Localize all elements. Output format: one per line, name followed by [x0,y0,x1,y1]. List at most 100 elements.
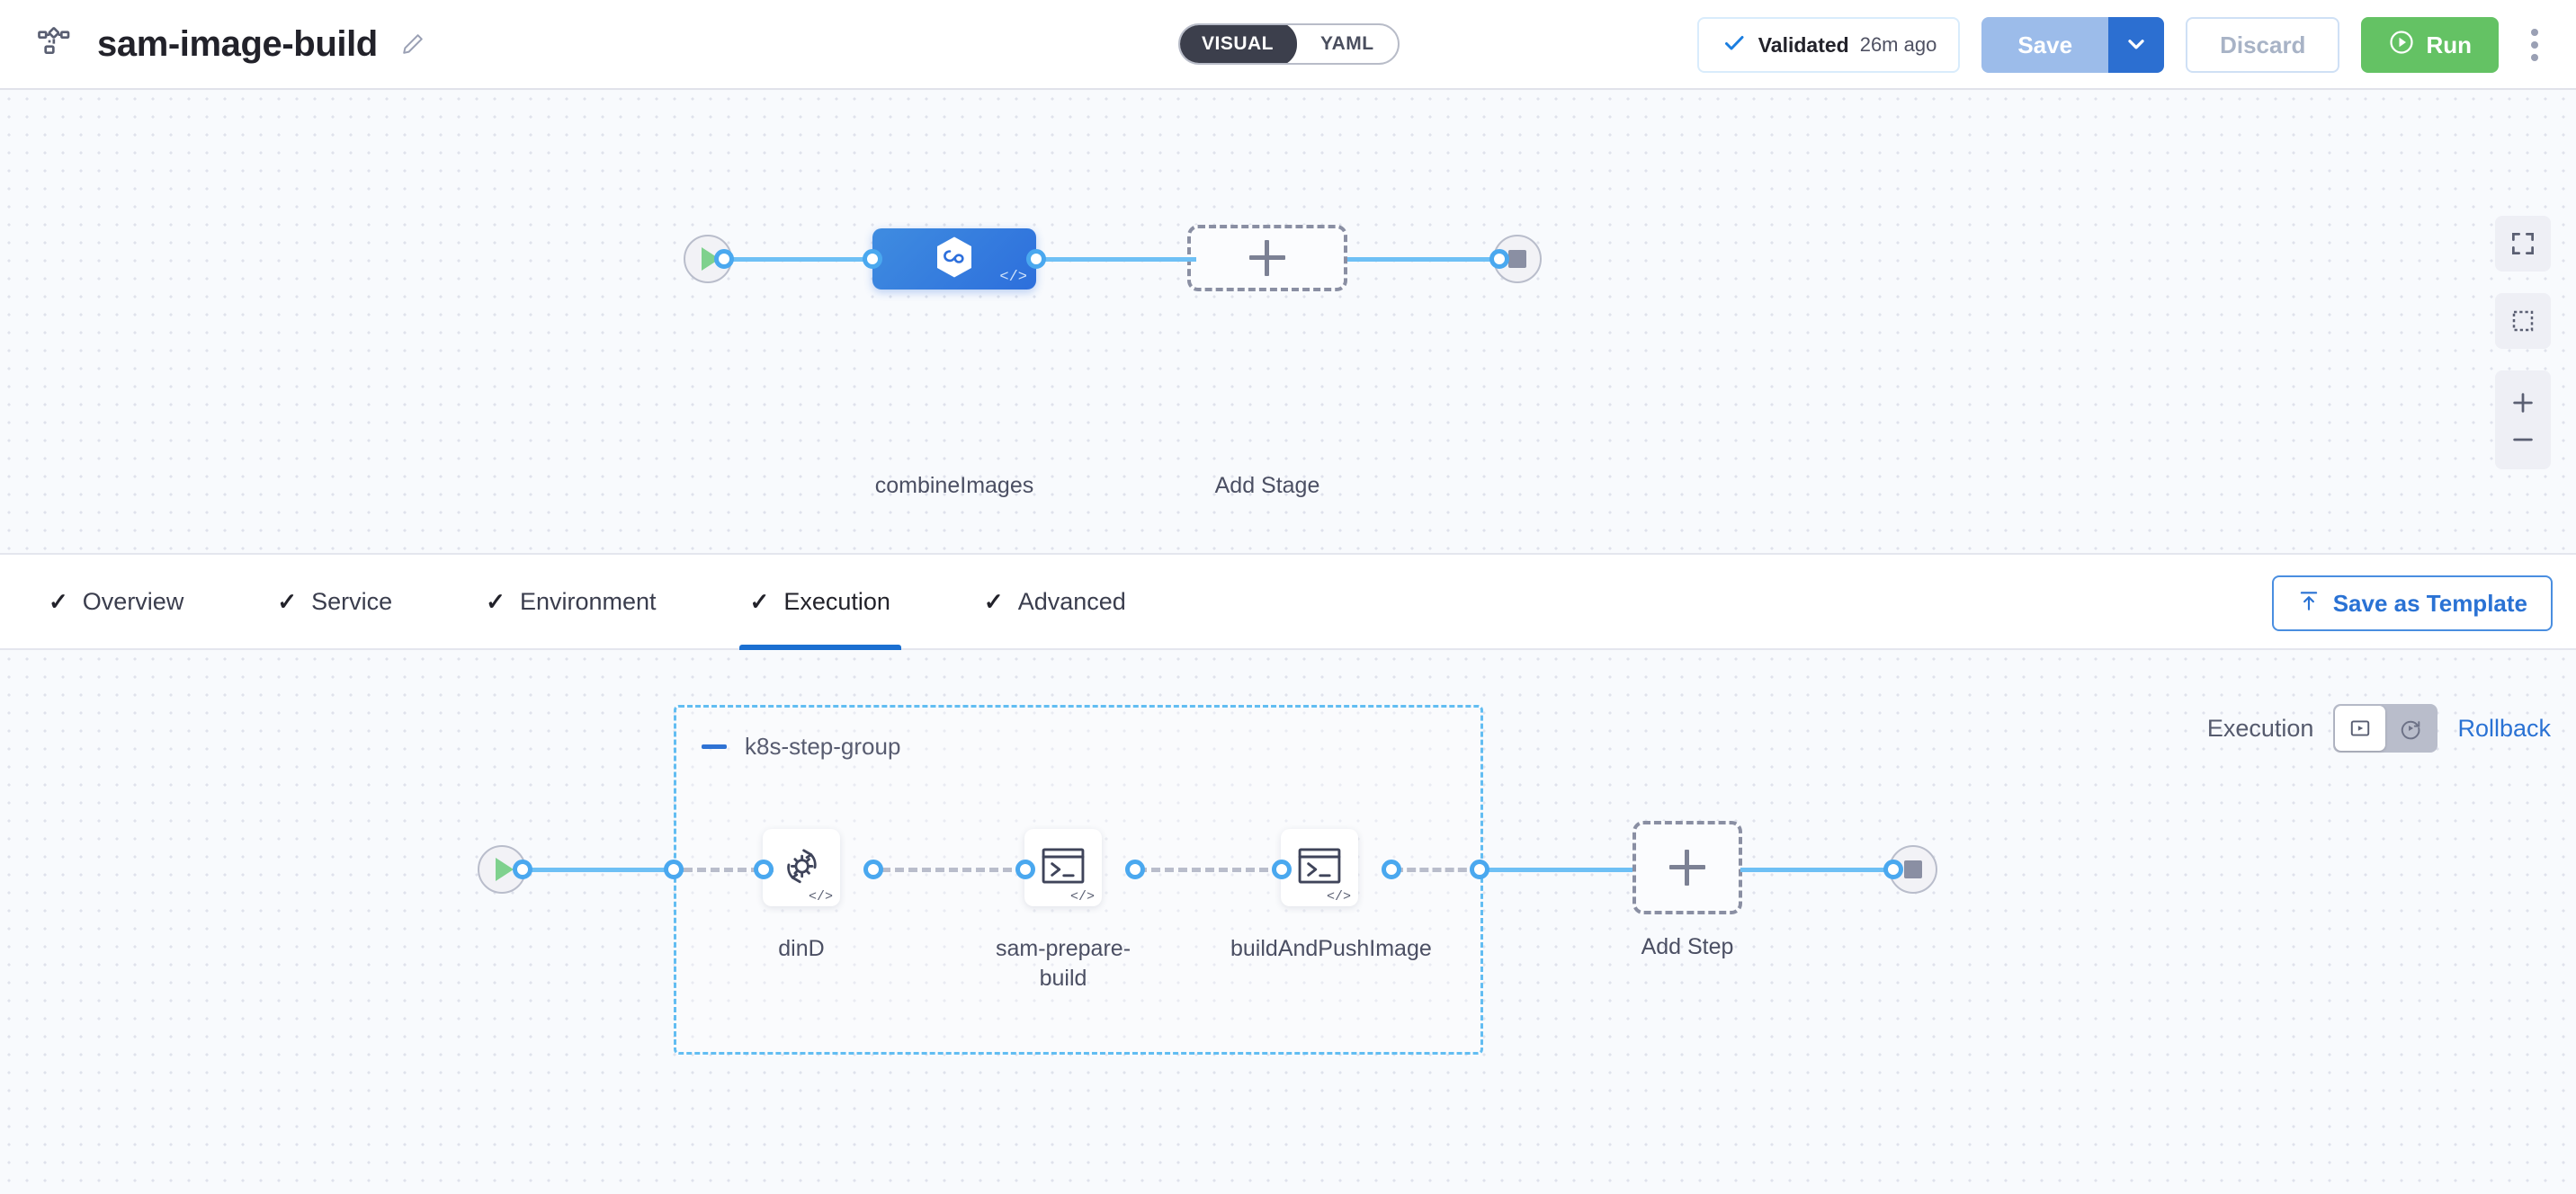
save-as-template-button[interactable]: Save as Template [2272,575,2553,631]
port-build-in[interactable] [1272,860,1292,879]
header-actions: Validated 26m ago Save Discard Run [1697,0,2551,90]
stage-code-badge: </> [999,269,1027,286]
tab-label: Advanced [1018,588,1126,616]
minus-icon[interactable] [702,744,727,749]
port-prepare-out[interactable] [1125,860,1145,879]
save-as-template-label: Save as Template [2333,590,2527,618]
validated-time: 26m ago [1860,33,1937,57]
stage-node-combineimages[interactable]: </> [872,228,1036,290]
port-dind-in[interactable] [754,860,774,879]
stop-icon [1904,860,1922,878]
tab-label: Overview [83,588,184,616]
tab-execution[interactable]: ✓ Execution [723,553,917,650]
harness-cd-hexagon-icon [934,236,975,283]
save-button-group: Save [1981,17,2164,73]
plus-icon [1669,850,1705,886]
edge-addstep-to-end [1740,868,1898,872]
zoom-out-icon[interactable] [2509,433,2536,450]
page-title: sam-image-build [97,24,378,65]
add-stage-button[interactable] [1187,225,1347,291]
tab-check-icon: ✓ [486,588,505,616]
execution-mode-toggle[interactable] [2333,704,2437,753]
stage-graph-canvas[interactable]: </> combineImages Add Stage [0,90,2576,553]
tab-label: Service [311,588,392,616]
port-prepare-in[interactable] [1015,860,1035,879]
app-header: sam-image-build VISUAL YAML Validated 26… [0,0,2576,90]
edge-dind-to-prepare [881,868,1025,872]
port-stage-out[interactable] [1026,249,1046,269]
step-code-badge: </> [1070,889,1095,904]
execution-rollback-switch: Execution Rollback [2207,704,2551,753]
zoom-controls [2495,370,2551,469]
tab-check-icon: ✓ [277,588,297,616]
upload-template-icon [2297,589,2321,619]
port-exec-end-in[interactable] [1883,860,1903,879]
step-group-header: k8s-step-group [702,733,900,761]
more-vertical-icon[interactable] [2518,17,2551,73]
step-node-dind[interactable]: </> [763,829,840,906]
port-end-in[interactable] [1489,249,1509,269]
fullscreen-icon[interactable] [2495,216,2551,272]
tab-check-icon: ✓ [984,588,1004,616]
tab-label: Environment [520,588,657,616]
port-group-in[interactable] [664,860,684,879]
step-code-badge: </> [809,889,833,904]
stop-icon [1508,250,1526,268]
play-circle-icon [2388,29,2415,62]
execution-label: Execution [2207,715,2314,743]
tab-service[interactable]: ✓ Service [250,553,419,650]
execution-graph-canvas[interactable]: Execution Rollback k8s-step-group [0,650,2576,1194]
terminal-icon [1297,846,1342,890]
edge-build-to-groupout [1394,868,1480,872]
edge-addstage-to-end [1347,257,1507,262]
step-group-title: k8s-step-group [745,733,900,761]
tab-advanced[interactable]: ✓ Advanced [957,553,1153,650]
port-start-out[interactable] [714,249,734,269]
stage-node-label: combineImages [836,471,1072,501]
step-node-sam-prepare-build[interactable]: </> [1024,829,1102,906]
add-step-button[interactable] [1632,821,1742,914]
tab-check-icon: ✓ [49,588,68,616]
tab-environment[interactable]: ✓ Environment [459,553,683,650]
play-icon [496,858,514,881]
rollback-label[interactable]: Rollback [2457,715,2551,743]
edge-group-to-addstep [1480,868,1632,872]
edge-prepare-to-build [1138,868,1282,872]
execution-play-box-icon[interactable] [2335,706,2385,751]
mode-option-yaml[interactable]: YAML [1297,23,1398,65]
zoom-to-fit-icon[interactable] [2495,293,2551,349]
port-build-out[interactable] [1382,860,1401,879]
pencil-icon[interactable] [399,31,426,58]
port-group-out[interactable] [1470,860,1489,879]
plus-icon [1249,240,1285,276]
port-exec-start-out[interactable] [513,860,532,879]
edge-stage-to-addstage [1036,257,1196,262]
zoom-in-icon[interactable] [2509,389,2536,421]
discard-button[interactable]: Discard [2186,17,2339,73]
header-left-group: sam-image-build [0,23,426,65]
gear-rotate-icon [778,842,825,894]
edge-exec-start [517,868,684,872]
tab-label: Execution [783,588,890,616]
stage-config-tabs: ✓ Overview ✓ Service ✓ Environment ✓ Exe… [0,553,2576,650]
port-dind-out[interactable] [863,860,883,879]
canvas-tools [2495,216,2551,469]
step-label-buildandpushimage: buildAndPushImage [1230,934,1389,964]
check-icon [1721,32,1748,58]
save-button[interactable]: Save [1981,17,2108,73]
visual-yaml-toggle[interactable]: VISUAL YAML [1178,23,1400,65]
run-label: Run [2426,31,2472,59]
pipeline-nodes-icon [34,23,76,65]
port-stage-in[interactable] [863,249,882,269]
add-step-label: Add Step [1610,932,1765,962]
save-dropdown-button[interactable] [2108,17,2164,73]
terminal-icon [1041,846,1086,890]
run-button[interactable]: Run [2361,17,2499,73]
mode-option-visual[interactable]: VISUAL [1178,23,1297,65]
step-label-dind: dinD [720,934,883,964]
step-node-buildandpushimage[interactable]: </> [1281,829,1358,906]
rollback-circle-icon[interactable] [2385,706,2436,751]
status-badge: Validated 26m ago [1697,17,1961,73]
step-label-sam-prepare-build: sam-prepare-build [973,934,1153,994]
tab-overview[interactable]: ✓ Overview [22,553,210,650]
